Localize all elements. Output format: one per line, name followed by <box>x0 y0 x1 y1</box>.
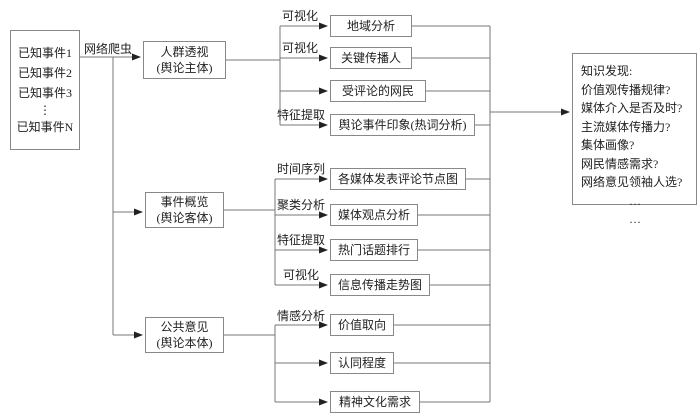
stage-event-overview-title: 事件概览 <box>160 195 209 210</box>
result-media-comment-timeline: 各媒体发表评论节点图 <box>330 168 466 190</box>
stage-event-overview: 事件概览 (舆论客体) <box>145 192 224 228</box>
knowledge-question-1: 价值观传播规律? <box>581 82 671 97</box>
stage-public-opinion-title: 公共意见 <box>160 320 209 335</box>
event-overview-branch-connectors <box>224 175 328 289</box>
knowledge-ellipsis-1: ... <box>629 193 642 208</box>
stage-public-opinion-subtitle: (舆论本体) <box>156 335 213 350</box>
result-event-impression-hotwords: 舆论事件印象(热词分析) <box>330 114 475 136</box>
main-trunk-connectors <box>80 53 143 339</box>
branch-label-feature-extraction-1: 特征提取 <box>277 108 326 122</box>
known-event-1: 已知事件1 <box>17 46 72 60</box>
result-info-spread-trend: 信息传播走势图 <box>330 274 430 296</box>
known-event-3: 已知事件3 <box>17 86 72 100</box>
known-events-box: 已知事件1 已知事件2 已知事件3 ⋮ 已知事件N <box>10 30 80 150</box>
stage-crowd-perspective-title: 人群透视 <box>160 45 209 60</box>
knowledge-question-6: 网络意见领袖人选? <box>581 175 683 189</box>
result-region-analysis: 地域分析 <box>330 15 412 37</box>
branch-label-time-series: 时间序列 <box>277 162 326 176</box>
knowledge-discovery-box: 知识发现: 价值观传播规律? 媒体介入是否及时? 主流媒体传播力? 集体画像? … <box>572 53 697 226</box>
stage-crowd-perspective: 人群透视 (舆论主体) <box>143 41 226 79</box>
branch-label-feature-extraction-2: 特征提取 <box>277 233 326 247</box>
result-key-spreaders: 关键传播人 <box>330 47 412 69</box>
stage-event-overview-subtitle: (舆论客体) <box>156 210 213 225</box>
knowledge-question-2: 媒体介入是否及时? <box>581 101 683 115</box>
crowd-perspective-branch-connectors <box>226 22 328 129</box>
knowledge-title: 知识发现: <box>581 64 633 78</box>
web-crawler-label: 网络爬虫 <box>84 42 133 56</box>
result-commenting-netizens: 受评论的网民 <box>330 80 426 102</box>
branch-label-visualization-1: 可视化 <box>282 9 319 23</box>
knowledge-question-3: 主流媒体传播力? <box>581 119 671 134</box>
result-value-orientation: 价值取向 <box>330 314 394 336</box>
known-event-n: 已知事件N <box>16 120 74 134</box>
stage-crowd-perspective-subtitle: (舆论主体) <box>156 60 213 75</box>
known-event-2: 已知事件2 <box>17 66 72 80</box>
result-identification-degree: 认同程度 <box>330 352 394 374</box>
knowledge-ellipsis-2: ... <box>629 212 642 226</box>
knowledge-question-5: 网民情感需求? <box>581 156 659 171</box>
vertical-ellipsis: ⋮ <box>39 103 51 117</box>
collector-connectors <box>394 25 570 403</box>
branch-label-sentiment-analysis: 情感分析 <box>277 309 326 323</box>
branch-label-visualization-2: 可视化 <box>282 41 319 55</box>
stage-public-opinion: 公共意见 (舆论本体) <box>145 317 224 353</box>
public-opinion-branch-connectors <box>224 321 328 406</box>
branch-label-clustering: 聚类分析 <box>277 198 326 212</box>
result-hot-topic-ranking: 热门话题排行 <box>330 239 418 261</box>
branch-label-visualization-3: 可视化 <box>283 268 320 282</box>
result-spiritual-cultural-needs: 精神文化需求 <box>330 391 420 413</box>
result-media-viewpoint-analysis: 媒体观点分析 <box>330 204 418 226</box>
knowledge-question-4: 集体画像? <box>581 138 635 152</box>
